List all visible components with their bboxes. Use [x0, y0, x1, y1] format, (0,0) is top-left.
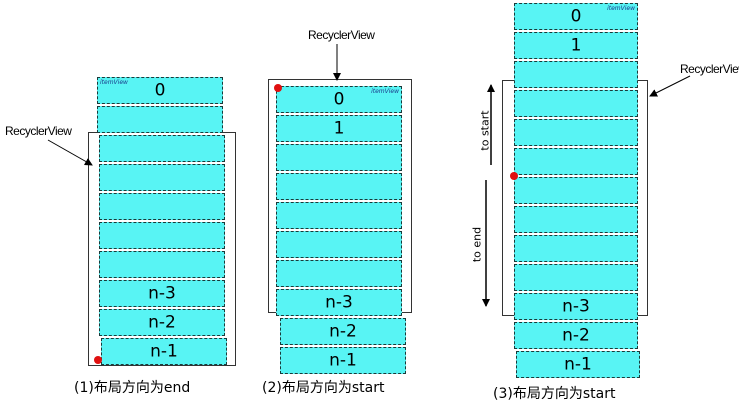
item-view: n-2 — [280, 318, 406, 345]
item-view — [99, 135, 225, 162]
item-position-label: 0 — [333, 89, 345, 109]
item-view — [514, 119, 638, 146]
item-position-label: n-2 — [148, 312, 176, 332]
item-view — [99, 222, 225, 249]
item-view — [99, 251, 225, 278]
item-view: 1 — [276, 115, 402, 142]
item-view — [99, 193, 225, 220]
item-view — [276, 202, 402, 229]
item-view — [514, 235, 638, 262]
item-view — [514, 61, 638, 88]
item-view: n-1 — [280, 347, 406, 374]
anchor-point — [274, 84, 282, 92]
item-view — [276, 231, 402, 258]
item-view: n-3 — [276, 289, 402, 316]
item-view: 0 itemView — [276, 86, 402, 113]
callout-arrow — [47, 139, 93, 166]
item-position-label: n-2 — [562, 325, 590, 345]
item-view — [514, 177, 638, 204]
recyclerview-callout: RecyclerView — [680, 62, 739, 76]
item-view: 0 itemView — [514, 3, 638, 30]
item-view — [514, 90, 638, 117]
item-position-label: n-3 — [562, 296, 590, 316]
recyclerview-callout: RecyclerView — [5, 124, 72, 138]
item-view: n-2 — [99, 309, 225, 336]
item-position-label: 1 — [333, 118, 345, 138]
caption-panel-1: (1)布局方向为end — [74, 380, 191, 396]
item-position-label: 1 — [570, 35, 582, 55]
anchor-point — [94, 356, 102, 364]
item-view — [99, 164, 225, 191]
item-view: 1 — [514, 32, 638, 59]
item-view: n-1 — [516, 351, 640, 378]
item-position-label: 0 — [154, 80, 166, 100]
item-view — [97, 106, 223, 133]
item-position-label: n-1 — [150, 341, 178, 361]
item-view: n-1 — [101, 338, 227, 365]
item-view: 0 itemView — [97, 77, 223, 104]
item-view — [514, 264, 638, 291]
callout-arrow — [649, 75, 691, 97]
anchor-point — [510, 172, 518, 180]
item-position-label: n-1 — [329, 350, 357, 370]
item-view: n-2 — [514, 322, 638, 349]
item-position-label: n-3 — [148, 283, 176, 303]
item-view — [276, 144, 402, 171]
recyclerview-callout: RecyclerView — [308, 28, 375, 42]
item-view — [514, 148, 638, 175]
item-position-label: 0 — [570, 6, 582, 26]
item-position-label: n-1 — [564, 354, 592, 374]
item-position-label: n-2 — [329, 321, 357, 341]
item-view: n-3 — [514, 293, 638, 320]
item-view: n-3 — [99, 280, 225, 307]
item-view-tag: itemView — [100, 79, 128, 86]
item-view-tag: itemView — [607, 5, 635, 12]
caption-panel-2: (2)布局方向为start — [262, 380, 385, 396]
item-view-tag: itemView — [371, 88, 399, 95]
item-view — [276, 173, 402, 200]
item-view — [276, 260, 402, 287]
item-view — [514, 206, 638, 233]
caption-panel-3: (3)布局方向为start — [493, 386, 616, 402]
item-position-label: n-3 — [325, 292, 353, 312]
